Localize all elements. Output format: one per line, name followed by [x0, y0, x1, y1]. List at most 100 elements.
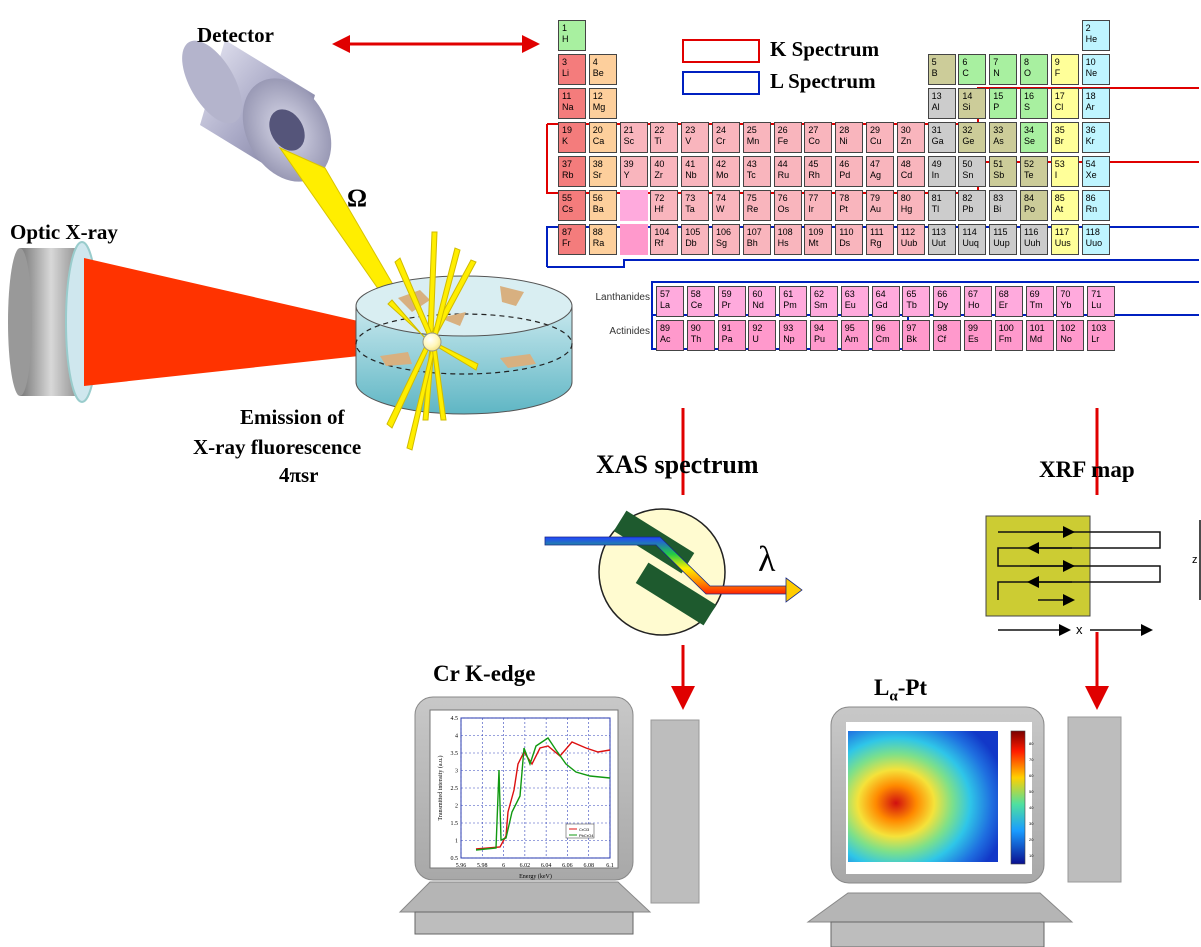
element-series-placeholder	[619, 190, 648, 221]
fluorescence-rays	[386, 231, 479, 451]
map-scale-tick: 70	[1029, 757, 1034, 762]
computer-right	[806, 706, 1122, 947]
xas-x-tick: 6.04	[541, 863, 552, 869]
xrf-scan-raster	[985, 515, 1201, 636]
map-scale-tick: 30	[1029, 821, 1034, 826]
xas-legend-entry: PbCrO4	[579, 833, 594, 838]
xray-beam	[84, 258, 432, 386]
omega-label: Ω	[347, 185, 368, 212]
la-pt-title: Lα-Pt	[874, 675, 928, 705]
element-series-placeholder	[619, 224, 648, 255]
xas-y-tick: 1	[455, 839, 458, 845]
xas-x-tick: 6.08	[583, 863, 594, 869]
detector-link-arrow	[332, 35, 540, 53]
xas-legend-entry: CrCl3	[579, 827, 590, 832]
legend-k-label: K Spectrum	[770, 37, 880, 61]
xas-y-tick: 2	[455, 804, 458, 810]
emission-label-line3: 4πsr	[279, 463, 319, 487]
monochromator-icon	[544, 508, 803, 636]
xas-series-pbcro4	[475, 737, 611, 851]
xas-x-tick: 6.02	[520, 863, 531, 869]
xas-x-tick: 6	[502, 863, 505, 869]
actinides-label: Actinides	[609, 326, 650, 337]
map-scale-tick: 40	[1029, 805, 1034, 810]
detector-label: Detector	[197, 23, 274, 47]
xas-y-label: Transmitted intensity (a.u.)	[437, 755, 444, 820]
xas-y-tick: 4	[455, 734, 458, 740]
xrf-title: XRF map	[1039, 457, 1135, 482]
xas-y-tick: 2.5	[451, 786, 459, 792]
map-scale-tick: 80	[1029, 741, 1034, 746]
xas-y-tick: 4.5	[451, 716, 459, 722]
lambda-label: λ	[758, 539, 776, 579]
map-scale-tick: 50	[1029, 789, 1034, 794]
